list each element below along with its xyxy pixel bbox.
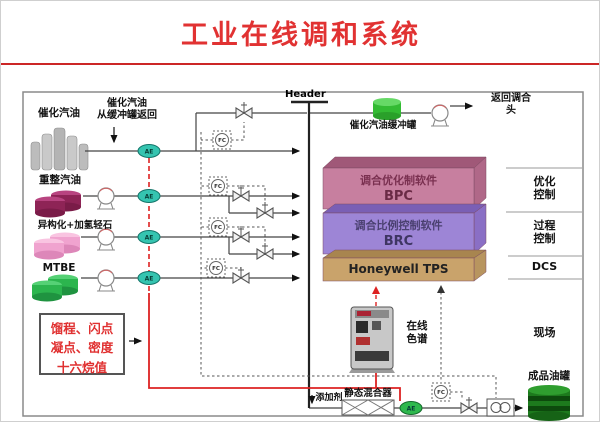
analyzer-icon xyxy=(137,189,161,203)
source-label-reformed: 重整汽油 xyxy=(39,174,81,186)
analyzer-tag: AE xyxy=(145,235,154,242)
title-divider xyxy=(1,63,599,65)
reformed-gasoline-tank-icon xyxy=(35,190,81,218)
analyzer-icon xyxy=(137,230,161,244)
flow-meter-icon xyxy=(486,398,515,417)
level-label-dcs: DCS xyxy=(531,260,558,273)
chromatograph-icon xyxy=(349,306,395,373)
analyzer-tag: AE xyxy=(145,276,154,283)
bpc-name: 调合优化制软件 xyxy=(360,174,437,187)
bpc-abbr: BPC xyxy=(384,189,413,204)
brc-name: 调合比例控制软件 xyxy=(354,219,443,232)
source-label-catalytic: 催化汽油 xyxy=(38,107,80,119)
chromatograph-to-tps-arrow xyxy=(372,286,380,294)
level-label-field: 现场 xyxy=(533,326,556,339)
additive-label: 添加剂 xyxy=(315,393,343,403)
buffer-tank-icon xyxy=(373,98,401,120)
level-label-process: 过程 控制 xyxy=(533,219,556,246)
header-pipe xyxy=(291,100,328,408)
controller-tags: FC FC FC FC FC xyxy=(212,138,445,396)
pump-icon xyxy=(96,228,116,251)
source-label-isomerate: 异构化+加氢轻石 xyxy=(37,220,113,231)
tps-signal-arrow xyxy=(437,285,445,293)
brc-abbr: BRC xyxy=(383,234,414,249)
analyzer-icon xyxy=(137,144,161,158)
software-stack-3d xyxy=(322,156,487,282)
analyzer-tag: AE xyxy=(407,406,416,413)
buffer-tank-label: 催化汽油缓冲罐 xyxy=(349,120,417,131)
control-valve-icon xyxy=(232,225,250,243)
controller-tag: FC xyxy=(212,266,220,272)
buffer-pump-icon xyxy=(430,104,450,127)
static-mixer-icon xyxy=(341,399,395,416)
chromatograph-label: 在线 色谱 xyxy=(406,320,428,345)
mtbe-tank-icon xyxy=(32,274,78,302)
buffer-return-note: 催化汽油 从缓冲罐返回 xyxy=(97,98,157,121)
quality-params-note: 馏程、闪点 凝点、密度 十六烷值 xyxy=(39,313,125,375)
pump-icon xyxy=(96,269,116,292)
control-valve-icon xyxy=(232,184,250,202)
control-valve-icon xyxy=(256,242,274,260)
controller-tag: FC xyxy=(437,390,445,396)
controller-tag: FC xyxy=(218,138,226,144)
tps-name: Honeywell TPS xyxy=(348,262,449,276)
page-title: 工业在线调和系统 xyxy=(181,20,421,50)
source-label-mtbe: MTBE xyxy=(42,262,76,274)
analyzer-icon xyxy=(399,401,423,415)
mixer-label: 静态混合器 xyxy=(344,388,392,399)
control-valve-icon xyxy=(460,396,478,414)
analyzer-tag: AE xyxy=(145,194,154,201)
controller-tag: FC xyxy=(214,184,222,190)
sample-line-red xyxy=(148,158,401,401)
header-label: Header xyxy=(285,89,326,100)
flow-controller-icon xyxy=(206,130,451,402)
diagram-frame xyxy=(22,91,584,417)
pump-icon xyxy=(96,187,116,210)
level-separators xyxy=(506,167,582,280)
analyzer-icons: AE AE AE AE AE xyxy=(137,144,423,415)
analyzer-icon xyxy=(137,271,161,285)
level-label-optimization: 优化 控制 xyxy=(533,175,556,202)
catalytic-gasoline-tank-icon xyxy=(30,127,89,171)
control-valve-icon xyxy=(232,266,250,284)
return-head-label: 返回调合 头 xyxy=(491,93,531,116)
control-valve-icon xyxy=(235,101,253,119)
controller-tag: FC xyxy=(214,225,222,231)
analyzer-tag: AE xyxy=(145,149,154,156)
product-tank-icon xyxy=(528,385,570,421)
product-tank-label: 成品油罐 xyxy=(528,370,570,382)
control-valve-icon xyxy=(256,201,274,219)
isomerate-tank-icon xyxy=(34,232,80,260)
